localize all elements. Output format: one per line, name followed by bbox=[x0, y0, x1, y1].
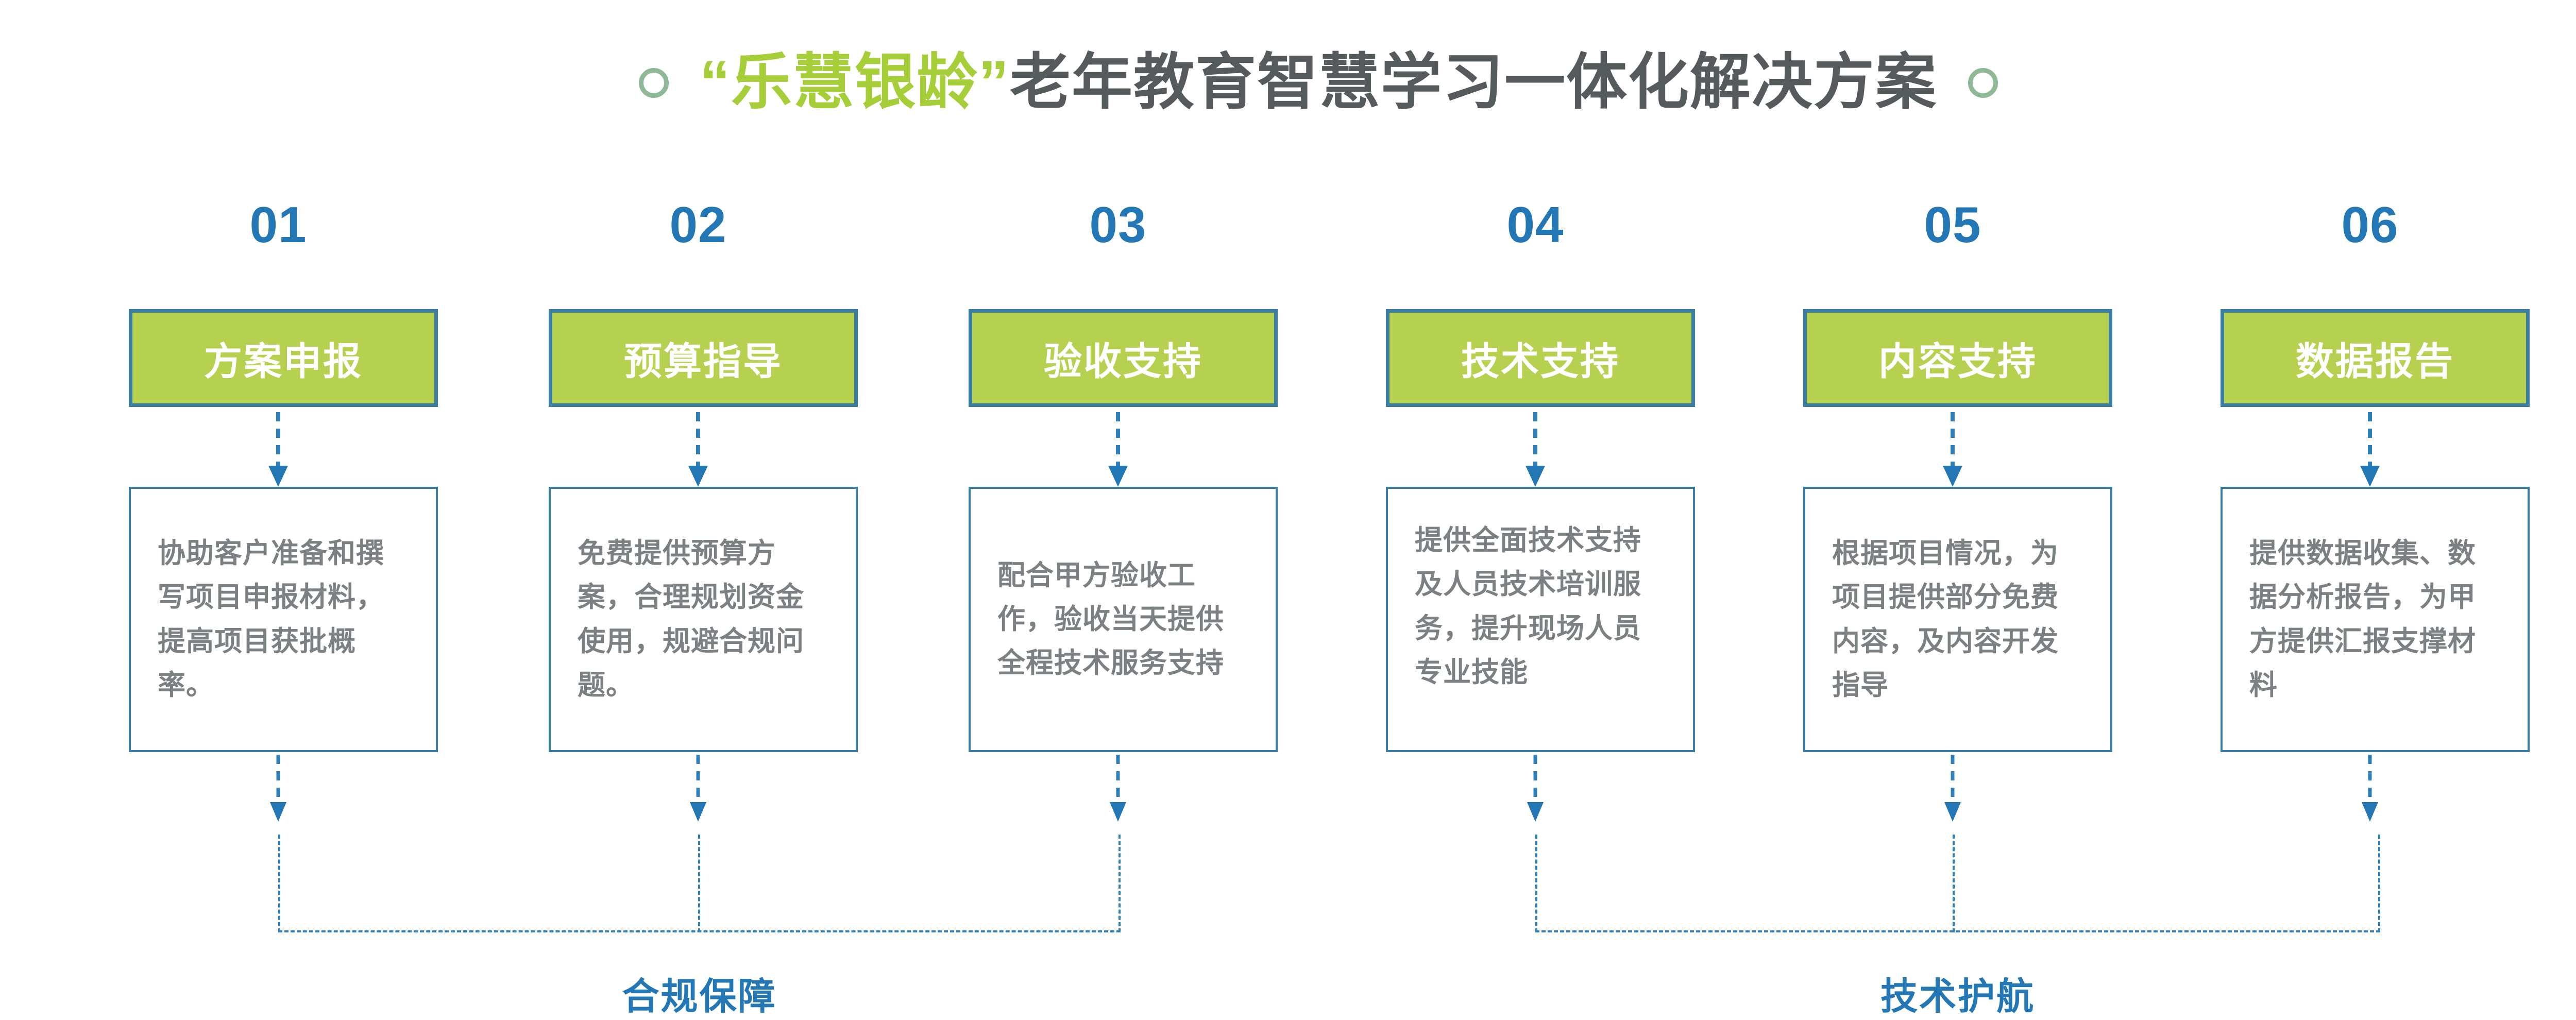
step-header-label-01: 方案申报 bbox=[204, 339, 363, 383]
step-header-label-03: 验收支持 bbox=[1044, 339, 1202, 383]
group-bracket-compliance: 合规保障 bbox=[278, 835, 1121, 1017]
step-body-box-04[interactable]: 提供全面技术支持及人员技术培训服务，提升现场人员专业技能 bbox=[1386, 487, 1695, 752]
bracket-tick-06 bbox=[2378, 835, 2380, 932]
step-body-box-01[interactable]: 协助客户准备和撰写项目申报材料，提高项目获批概率。 bbox=[129, 487, 438, 752]
step-number-05: 05 bbox=[1924, 196, 1981, 253]
brand-name: “乐慧银龄” bbox=[699, 48, 1010, 116]
arrow-down-body-to-bracket-06 bbox=[2210, 755, 2530, 822]
bracket-horizontal-line-compliance bbox=[278, 930, 1121, 932]
bracket-horizontal-line-technical bbox=[1535, 930, 2380, 932]
step-number-02: 02 bbox=[669, 196, 727, 253]
step-body-box-06[interactable]: 提供数据收集、数据分析报告，为甲方提供汇报支撑材料 bbox=[2221, 487, 2530, 752]
step-header-box-03[interactable]: 验收支持 bbox=[969, 309, 1278, 407]
step-number-04: 04 bbox=[1506, 196, 1564, 253]
step-body-box-03[interactable]: 配合甲方验收工作，验收当天提供全程技术服务支持 bbox=[969, 487, 1278, 752]
group-bracket-technical: 技术护航 bbox=[1535, 835, 2380, 1017]
step-body-box-02[interactable]: 免费提供预算方案，合理规划资金使用，规避合规问题。 bbox=[549, 487, 858, 752]
step-column-02: 02 预算指导 免费提供预算方案，合理规划资金使用，规避合规问题。 bbox=[538, 0, 961, 1014]
page-title: “乐慧银龄”老年教育智慧学习一体化解决方案 bbox=[0, 49, 2576, 116]
step-header-box-06[interactable]: 数据报告 bbox=[2221, 309, 2530, 407]
title-main-text: 老年教育智慧学习一体化解决方案 bbox=[1010, 48, 1938, 116]
step-header-label-06: 数据报告 bbox=[2296, 339, 2454, 383]
step-description-05: 根据项目情况，为项目提供部分免费内容，及内容开发指导 bbox=[1832, 537, 2059, 701]
bracket-tick-04 bbox=[1535, 835, 1537, 932]
step-header-label-05: 内容支持 bbox=[1878, 339, 2037, 383]
step-header-box-02[interactable]: 预算指导 bbox=[549, 309, 858, 407]
title-text-wrapper: “乐慧银龄”老年教育智慧学习一体化解决方案 bbox=[700, 49, 1937, 116]
step-number-01: 01 bbox=[249, 196, 307, 253]
step-description-01: 协助客户准备和撰写项目申报材料，提高项目获批概率。 bbox=[158, 537, 384, 701]
bracket-tick-05 bbox=[1953, 835, 1955, 932]
step-number-06: 06 bbox=[2341, 196, 2399, 253]
step-column-01: 01 方案申报 协助客户准备和撰写项目申报材料，提高项目获批概率。 bbox=[118, 0, 541, 1014]
bracket-tick-01 bbox=[278, 835, 280, 932]
arrow-down-header-to-body-05 bbox=[1793, 412, 2112, 487]
step-description-03: 配合甲方验收工作，验收当天提供全程技术服务支持 bbox=[997, 559, 1224, 679]
group-label-technical: 技术护航 bbox=[1880, 976, 2035, 1017]
arrow-down-body-to-bracket-03 bbox=[958, 755, 1278, 822]
step-header-label-04: 技术支持 bbox=[1461, 339, 1620, 383]
step-column-03: 03 验收支持 配合甲方验收工作，验收当天提供全程技术服务支持 bbox=[958, 0, 1381, 1014]
circle-ring-icon-left bbox=[638, 67, 669, 98]
bracket-tick-03 bbox=[1118, 835, 1121, 932]
arrow-down-header-to-body-01 bbox=[118, 412, 438, 487]
arrow-down-header-to-body-02 bbox=[538, 412, 858, 487]
step-header-box-01[interactable]: 方案申报 bbox=[129, 309, 438, 407]
group-label-compliance: 合规保障 bbox=[622, 976, 777, 1017]
step-header-box-05[interactable]: 内容支持 bbox=[1803, 309, 2112, 407]
step-column-04: 04 技术支持 提供全面技术支持及人员技术培训服务，提升现场人员专业技能 bbox=[1376, 0, 1798, 1014]
step-column-06: 06 数据报告 提供数据收集、数据分析报告，为甲方提供汇报支撑材料 bbox=[2210, 0, 2576, 1014]
step-header-box-04[interactable]: 技术支持 bbox=[1386, 309, 1695, 407]
circle-ring-icon-right bbox=[1968, 67, 1998, 98]
arrow-down-body-to-bracket-01 bbox=[118, 755, 438, 822]
step-number-03: 03 bbox=[1089, 196, 1147, 253]
step-description-02: 免费提供预算方案，合理规划资金使用，规避合规问题。 bbox=[578, 537, 804, 701]
arrow-down-body-to-bracket-04 bbox=[1376, 755, 1695, 822]
step-description-06: 提供数据收集、数据分析报告，为甲方提供汇报支撑材料 bbox=[2249, 537, 2476, 701]
step-body-box-05[interactable]: 根据项目情况，为项目提供部分免费内容，及内容开发指导 bbox=[1803, 487, 2112, 752]
arrow-down-header-to-body-03 bbox=[958, 412, 1278, 487]
bracket-tick-02 bbox=[698, 835, 700, 932]
step-description-04: 提供全面技术支持及人员技术培训服务，提升现场人员专业技能 bbox=[1415, 525, 1641, 688]
arrow-down-body-to-bracket-05 bbox=[1793, 755, 2112, 822]
step-column-05: 05 内容支持 根据项目情况，为项目提供部分免费内容，及内容开发指导 bbox=[1793, 0, 2215, 1014]
arrow-down-header-to-body-06 bbox=[2210, 412, 2530, 487]
step-header-label-02: 预算指导 bbox=[624, 339, 783, 383]
arrow-down-header-to-body-04 bbox=[1376, 412, 1695, 487]
arrow-down-body-to-bracket-02 bbox=[538, 755, 858, 822]
